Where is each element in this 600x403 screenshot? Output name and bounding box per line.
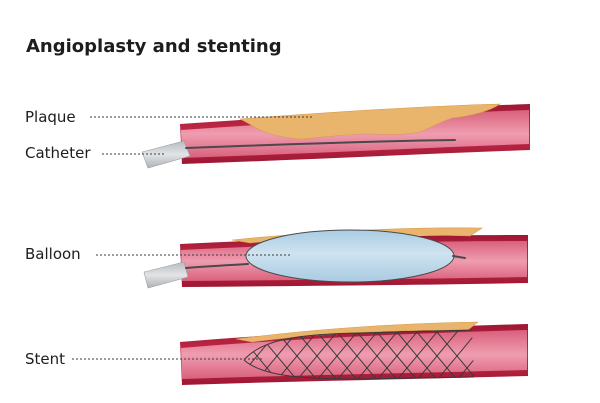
stent-outline xyxy=(243,329,475,380)
catheter-wire xyxy=(185,139,456,149)
plaque-deposit xyxy=(238,103,502,140)
catheter-wire-tip xyxy=(452,255,466,259)
catheter-wire xyxy=(185,263,249,269)
stent-mesh xyxy=(244,330,474,379)
catheter-sheath xyxy=(141,140,191,169)
label-plaque: Plaque xyxy=(25,108,76,126)
label-balloon: Balloon xyxy=(25,245,81,263)
label-catheter: Catheter xyxy=(25,144,91,162)
vessel-panel-plaque xyxy=(141,103,530,169)
vessel-panel-balloon xyxy=(143,227,528,289)
page-title: Angioplasty and stenting xyxy=(26,36,282,57)
vessel-panel-stent xyxy=(180,321,528,385)
label-stent: Stent xyxy=(25,350,65,368)
inflated-balloon xyxy=(245,229,455,283)
catheter-sheath xyxy=(143,261,189,289)
